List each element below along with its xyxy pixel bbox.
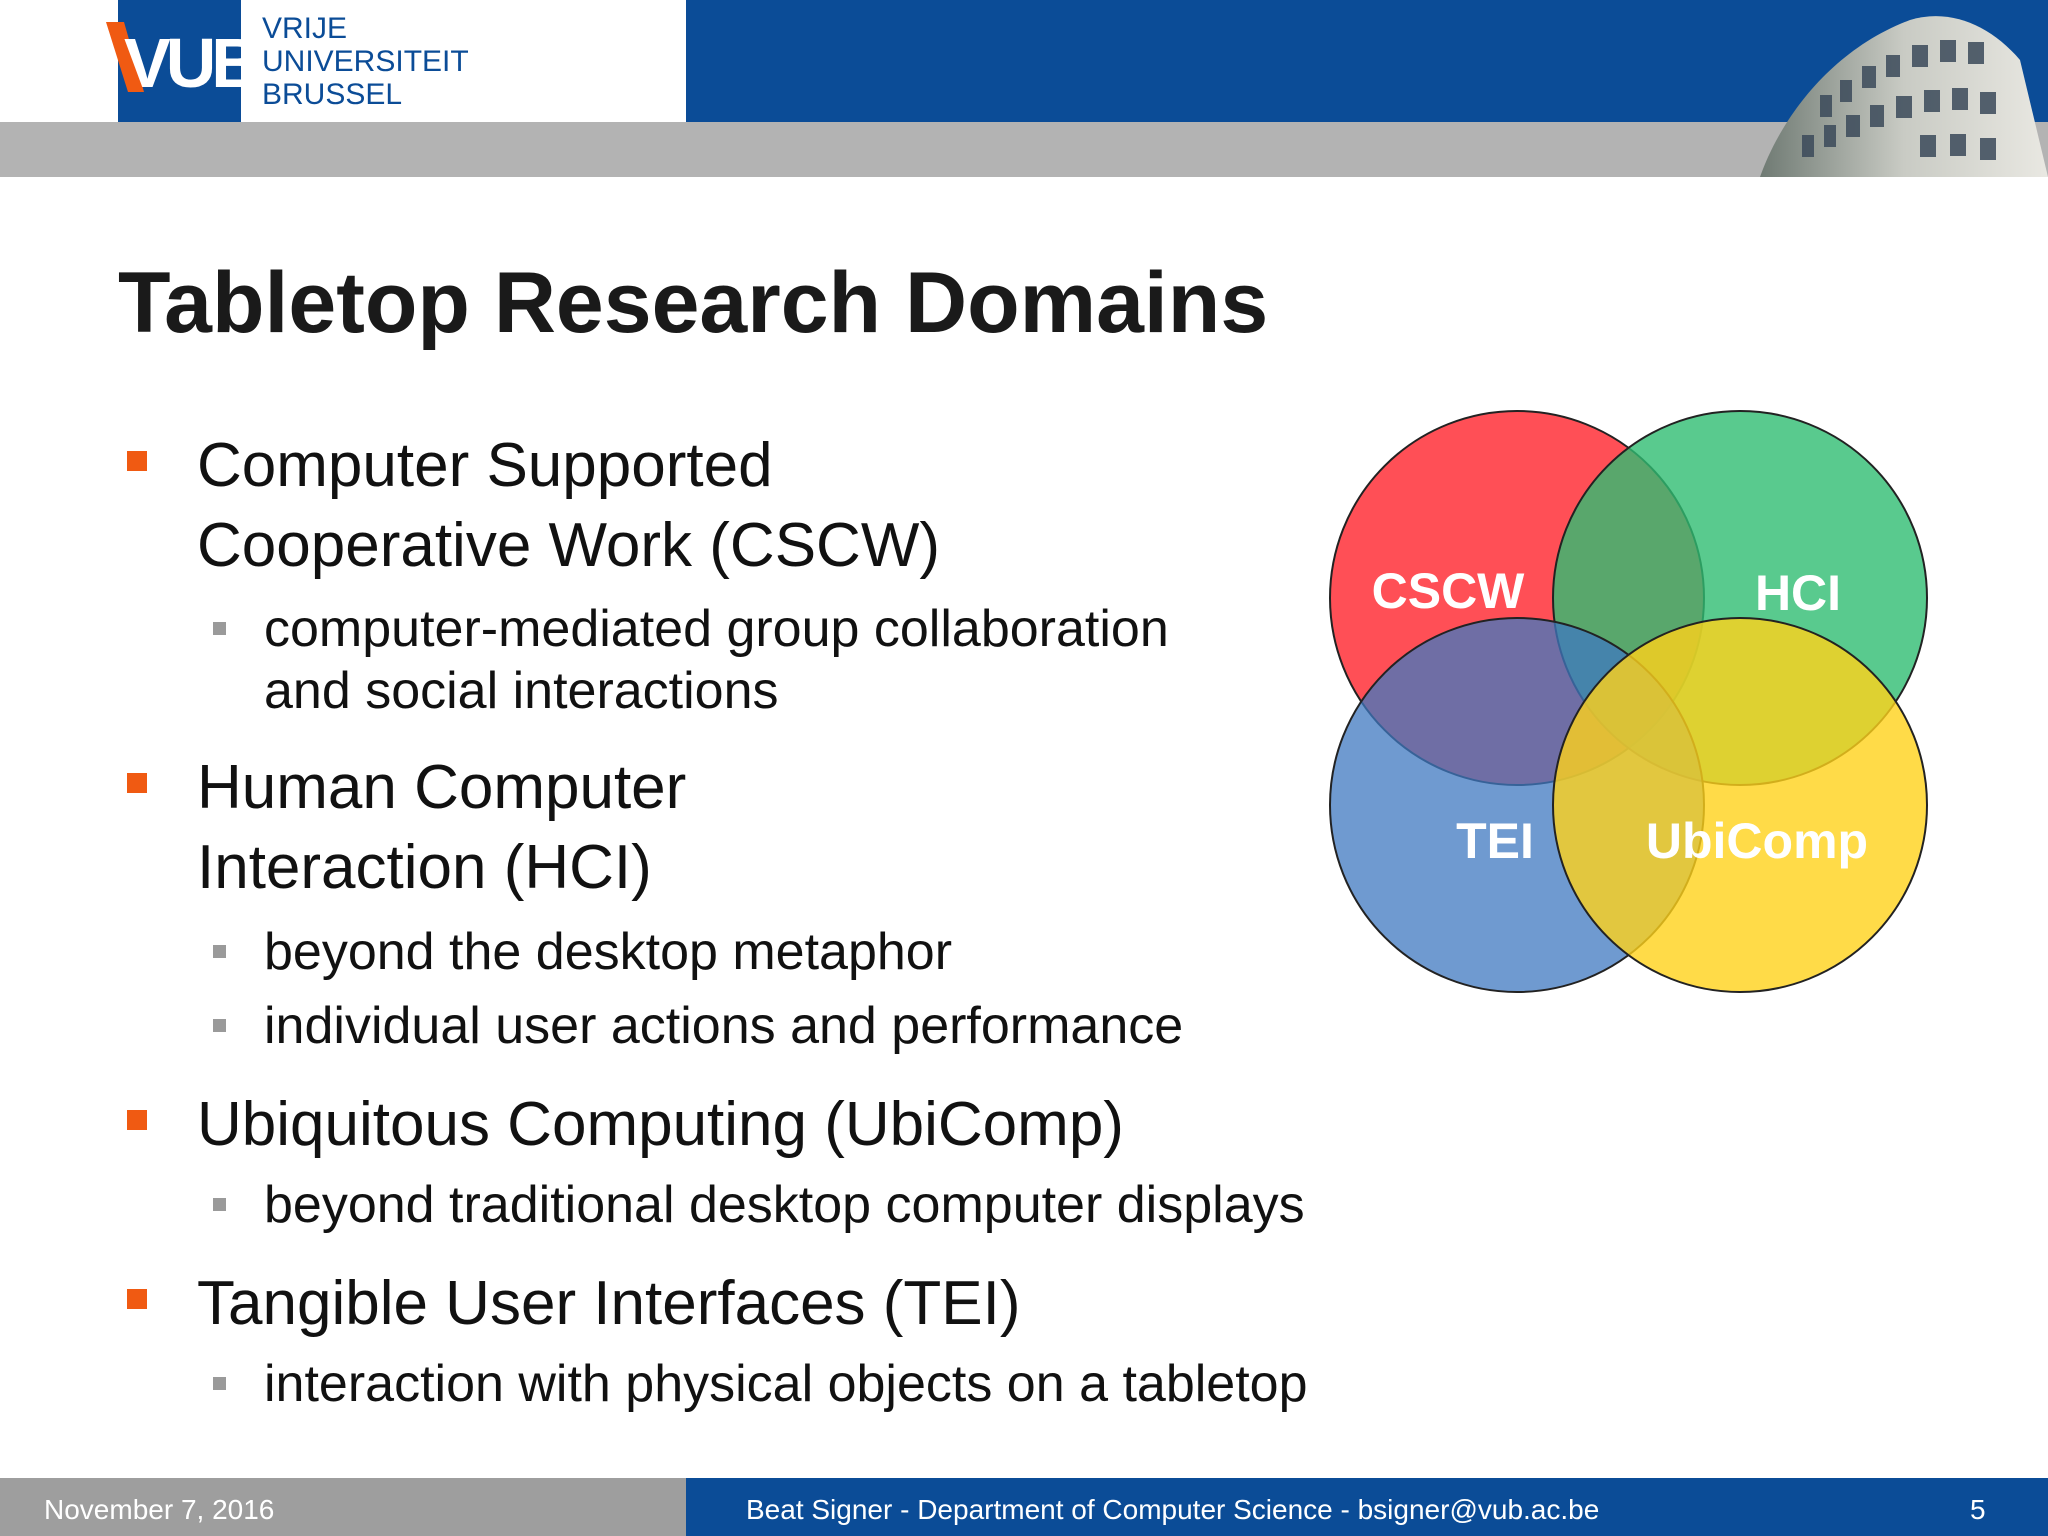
bullet-1-line-2: Cooperative Work (CSCW) xyxy=(197,511,941,580)
subbullet-square-grey xyxy=(213,1377,226,1390)
subbullet-3-1: beyond traditional desktop computer disp… xyxy=(264,1176,1305,1234)
footer-date: November 7, 2016 xyxy=(44,1494,275,1525)
university-name-line-3: BRUSSEL xyxy=(262,78,403,111)
vub-logo-text: VUB xyxy=(124,24,262,102)
subbullet-2-2: individual user actions and performance xyxy=(264,997,1184,1055)
university-name: VRIJE UNIVERSITEIT BRUSSEL xyxy=(262,12,469,111)
subbullet-4-1: interaction with physical objects on a t… xyxy=(264,1355,1308,1413)
venn-label-hci: HCI xyxy=(1755,565,1841,621)
venn-label-ubicomp: UbiComp xyxy=(1646,813,1868,869)
subbullet-1-1-line-1: computer-mediated group collaboration xyxy=(264,600,1169,658)
building-photo xyxy=(1760,16,2048,177)
footer-blue-band xyxy=(686,1478,2048,1536)
footer-author-info: Beat Signer - Department of Computer Sci… xyxy=(746,1494,1600,1525)
footer-left-band xyxy=(0,1478,686,1536)
bullet-square-orange xyxy=(127,773,147,793)
venn-circle-ubicomp xyxy=(1552,617,1928,993)
bullet-square-orange xyxy=(127,1289,147,1309)
venn-label-cscw: CSCW xyxy=(1372,563,1526,619)
subbullet-square-grey xyxy=(213,1019,226,1032)
header-grey-band xyxy=(0,122,2048,177)
bullet-1-line-1: Computer Supported xyxy=(197,431,773,500)
bullet-list: Computer Supported Cooperative Work (CSC… xyxy=(127,431,1308,1413)
bullet-square-orange xyxy=(127,451,147,471)
subbullet-1-1-line-2: and social interactions xyxy=(264,662,779,720)
university-name-line-2: UNIVERSITEIT xyxy=(262,45,469,78)
bullet-4-line-1: Tangible User Interfaces (TEI) xyxy=(197,1269,1021,1338)
subbullet-square-grey xyxy=(213,622,226,635)
subbullet-square-grey xyxy=(213,1198,226,1211)
bullet-2-line-2: Interaction (HCI) xyxy=(197,833,652,902)
university-name-line-1: VRIJE xyxy=(262,12,348,45)
venn-label-tei: TEI xyxy=(1456,813,1534,869)
bullet-3-line-1: Ubiquitous Computing (UbiComp) xyxy=(197,1090,1124,1159)
footer-page-number: 5 xyxy=(1970,1494,1986,1525)
venn-diagram: CSCW HCI TEI UbiComp xyxy=(1329,410,1928,993)
bullet-2-line-1: Human Computer xyxy=(197,753,687,822)
vub-logo-block xyxy=(118,0,241,122)
subbullet-square-grey xyxy=(213,945,226,958)
vub-logo-v-mark xyxy=(106,22,144,92)
subbullet-2-1: beyond the desktop metaphor xyxy=(264,923,953,981)
slide-title: Tabletop Research Domains xyxy=(118,255,1269,351)
bullet-square-orange xyxy=(127,1110,147,1130)
header-left-area xyxy=(0,0,686,122)
